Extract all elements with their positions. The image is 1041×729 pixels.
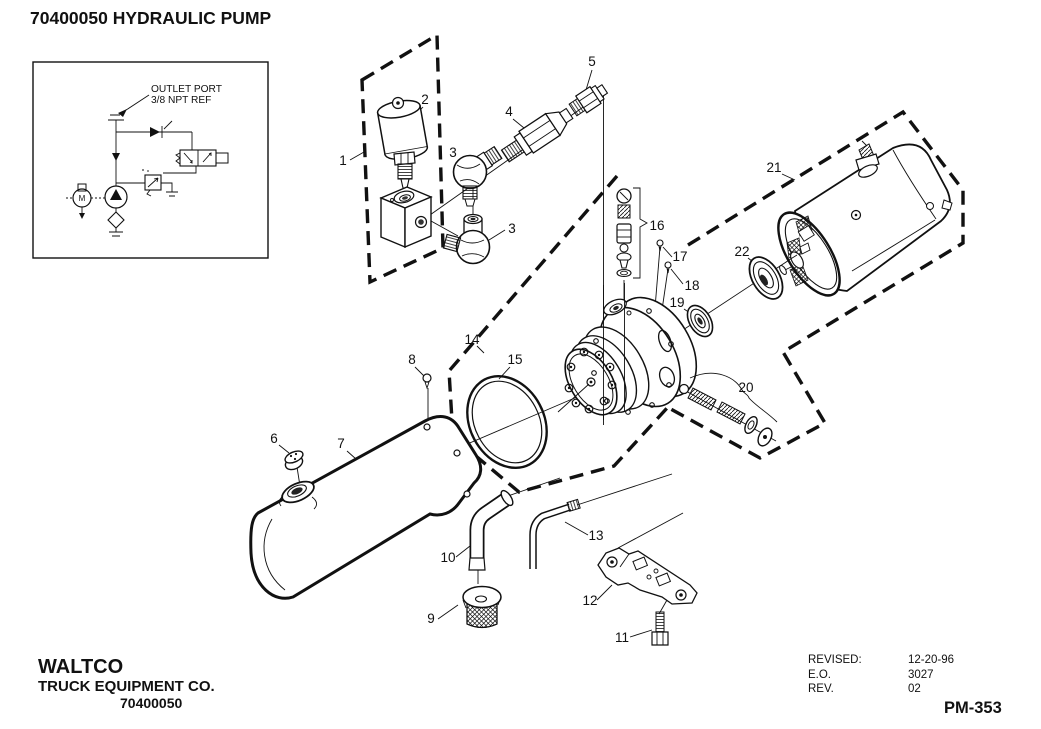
part-label-12: 12 bbox=[582, 593, 597, 608]
part-label-21: 21 bbox=[766, 160, 781, 175]
valve-block bbox=[379, 186, 433, 249]
company-line2: TRUCK EQUIPMENT CO. bbox=[38, 678, 215, 695]
electric-motor bbox=[777, 140, 953, 297]
strainer-filter bbox=[462, 585, 502, 629]
screw-17 bbox=[656, 239, 664, 252]
part-label-10: 10 bbox=[440, 550, 455, 565]
rev-label: REV. bbox=[808, 683, 834, 695]
bearing-19 bbox=[686, 304, 714, 338]
bearing-22 bbox=[748, 256, 784, 300]
part-label-4: 4 bbox=[505, 104, 513, 119]
inline-fitting-4 bbox=[500, 107, 574, 163]
o-ring bbox=[466, 374, 548, 470]
part-label-14: 14 bbox=[464, 332, 480, 347]
outlet-port-label-line2: 3/8 NPT REF bbox=[151, 95, 211, 106]
part-label-8: 8 bbox=[408, 352, 416, 367]
motor-symbol-letter: M bbox=[79, 194, 86, 203]
outlet-port-label-line1: OUTLET PORT bbox=[151, 84, 222, 95]
bolt-11 bbox=[651, 611, 669, 646]
group-boundaries bbox=[360, 32, 965, 494]
part-label-16: 16 bbox=[649, 218, 664, 233]
part-label-7: 7 bbox=[337, 436, 345, 451]
revision-block: REVISED: 12-20-96 E.O. 3027 REV. 02 PM-3… bbox=[808, 654, 1002, 717]
footer-company-block: WALTCO TRUCK EQUIPMENT CO. 70400050 bbox=[38, 656, 215, 711]
screw-8 bbox=[422, 373, 432, 390]
reservoir-tank bbox=[249, 415, 483, 600]
suction-tube bbox=[468, 489, 514, 571]
part-label-6: 6 bbox=[270, 431, 278, 446]
elbow-fitting-upper bbox=[452, 145, 503, 207]
return-tube bbox=[529, 498, 581, 569]
part-label-19: 19 bbox=[669, 295, 684, 310]
filler-cap bbox=[284, 450, 304, 471]
eo-value: 3027 bbox=[908, 669, 934, 681]
company-name: WALTCO bbox=[38, 656, 123, 678]
page-title: 70400050 HYDRAULIC PUMP bbox=[30, 8, 272, 28]
page-code: PM-353 bbox=[944, 699, 1002, 717]
terminal-stud bbox=[855, 140, 880, 178]
part-label-22: 22 bbox=[734, 244, 749, 259]
boundary-box-21 bbox=[666, 109, 965, 460]
inset-schematic: OUTLET PORT 3/8 NPT REF M bbox=[32, 61, 269, 259]
part-label-3: 3 bbox=[508, 221, 516, 236]
part-label-5: 5 bbox=[588, 54, 596, 69]
part-label-13: 13 bbox=[588, 528, 603, 543]
footer-part-number: 70400050 bbox=[120, 695, 183, 711]
revised-value: 12-20-96 bbox=[908, 654, 954, 666]
screw-18 bbox=[664, 261, 672, 274]
part-label-11: 11 bbox=[615, 630, 629, 645]
solenoid-valve bbox=[376, 96, 429, 189]
rev-value: 02 bbox=[908, 683, 921, 695]
part-label-9: 9 bbox=[427, 611, 435, 626]
relief-kit-20 bbox=[678, 372, 778, 447]
part-label-2: 2 bbox=[421, 92, 429, 107]
mounting-bracket bbox=[597, 547, 698, 605]
cartridge-stack-16 bbox=[616, 187, 648, 279]
boundary-box-1 bbox=[360, 32, 445, 285]
part-label-18: 18 bbox=[684, 278, 699, 293]
plug-fitting-5 bbox=[568, 84, 609, 117]
part-label-20: 20 bbox=[738, 380, 753, 395]
revised-label: REVISED: bbox=[808, 654, 862, 666]
pump-body bbox=[557, 283, 698, 420]
elbow-fitting-lower bbox=[442, 213, 491, 265]
part-label-1: 1 bbox=[339, 153, 347, 168]
eo-label: E.O. bbox=[808, 669, 831, 681]
part-label-17: 17 bbox=[672, 249, 687, 264]
part-label-3: 3 bbox=[449, 145, 457, 160]
part-label-15: 15 bbox=[507, 352, 522, 367]
